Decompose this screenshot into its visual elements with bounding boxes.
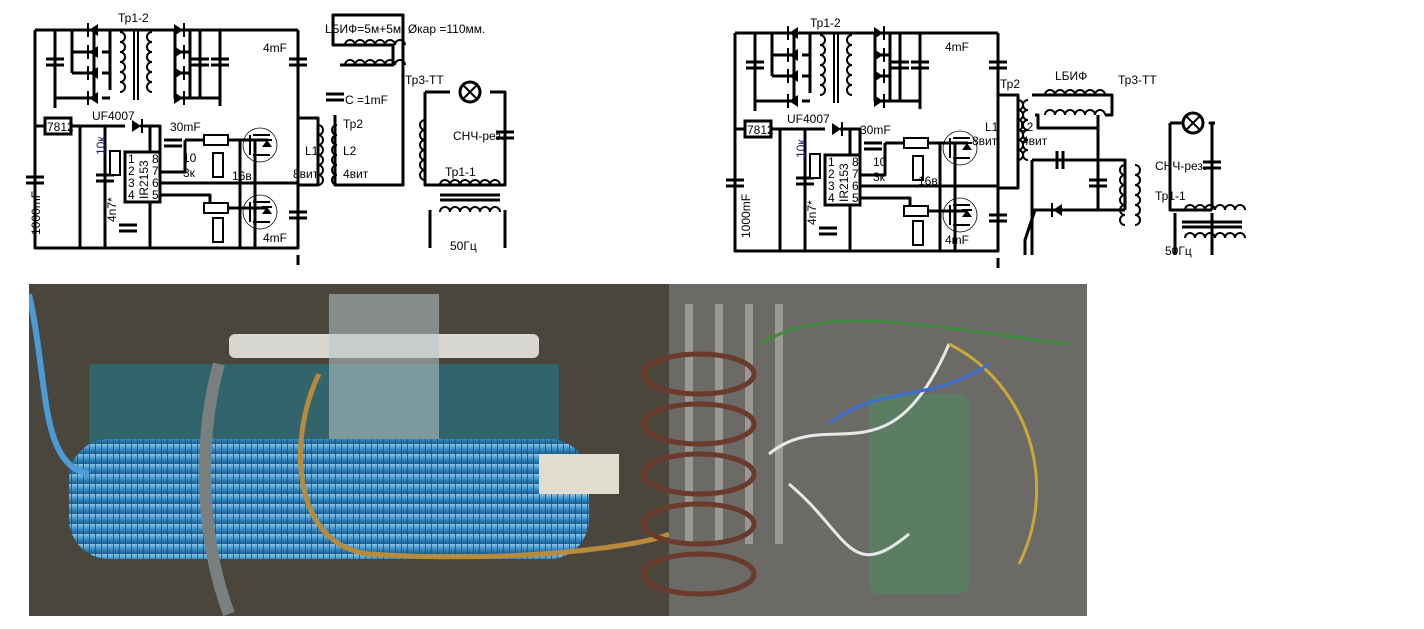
label-r3k: 3к <box>183 166 196 180</box>
pin-6: 6 <box>152 176 159 190</box>
label-l1: L1 <box>305 144 319 158</box>
blue-coil <box>69 439 589 559</box>
copper-coil <box>641 351 757 597</box>
schematic-left: Тр1-2 LБИФ=5м+5м. Øкар =110мм. 4mF 4mF Т… <box>26 11 516 265</box>
label-diode: UF4007 <box>92 109 135 123</box>
label-freq: 50Гц <box>450 239 477 253</box>
label-turns1: 8вит <box>972 134 998 148</box>
label-turns2: 4вит <box>343 167 369 181</box>
label-diode: UF4007 <box>787 112 830 126</box>
label-snch: СНЧ-рез. <box>1155 159 1206 173</box>
pin-1: 1 <box>128 152 135 166</box>
label-lbif: LБИФ=5м+5м. Øкар =110мм. <box>325 22 485 36</box>
label-cap-bottom: 4mF <box>945 233 969 247</box>
label-cboot: 30mF <box>170 120 201 134</box>
label-ct: 4n7* <box>805 200 819 225</box>
label-l2: L2 <box>343 144 357 158</box>
label-tr3: Тр3-ТТ <box>1118 73 1157 87</box>
label-cap-top: 4mF <box>263 41 287 55</box>
label-l1: L1 <box>985 120 999 134</box>
pin-6: 6 <box>852 179 859 193</box>
pin-5: 5 <box>852 191 859 205</box>
pin-4: 4 <box>128 188 135 202</box>
label-cboot: 30mF <box>860 123 891 137</box>
label-ct: 4n7* <box>105 197 119 222</box>
label-ic: IR2153 <box>137 160 151 199</box>
label-cin: 1000mF <box>739 194 753 238</box>
schematic-right: Тр1-2 LБИФ 4mF 4mF Тр3-ТТ Тр2 L1 L2 8вит… <box>726 16 1246 268</box>
white-tube <box>539 454 619 494</box>
label-tr11: Тр1-1 <box>445 165 476 179</box>
pin-2: 2 <box>128 164 135 178</box>
glass-holder <box>329 294 439 444</box>
label-tr12: Тр1-2 <box>118 11 149 25</box>
label-snch: СНЧ-рез. <box>453 129 504 143</box>
pin-2: 2 <box>828 167 835 181</box>
label-r3k: 3к <box>873 170 886 184</box>
label-l2: L2 <box>1020 120 1034 134</box>
pin-3: 3 <box>128 176 135 190</box>
label-lbif: LБИФ <box>1055 69 1087 83</box>
label-cin: 1000mF <box>29 191 43 235</box>
label-turns1: 8вит <box>293 167 319 181</box>
label-reg: 7812 <box>747 123 774 137</box>
label-zener: 16в <box>232 169 252 183</box>
device-photo <box>29 284 1087 616</box>
label-r10: 10 <box>183 151 197 165</box>
photo-illustration <box>29 284 1087 616</box>
label-r10k: 10к <box>794 139 808 158</box>
pin-4: 4 <box>828 191 835 205</box>
label-tr2: Тр2 <box>1000 77 1020 91</box>
pin-7: 7 <box>852 167 859 181</box>
label-zener: 16в <box>918 174 938 188</box>
label-turns2: 4вит <box>1022 134 1048 148</box>
label-freq: 50Гц <box>1165 244 1192 258</box>
schematics: Тр1-2 LБИФ=5м+5м. Øкар =110мм. 4mF 4mF Т… <box>0 11 1246 284</box>
label-cap-top: 4mF <box>945 40 969 54</box>
pin-7: 7 <box>152 164 159 178</box>
label-tr2: Тр2 <box>343 117 363 131</box>
label-tr12: Тр1-2 <box>810 16 841 30</box>
label-ic: IR2153 <box>837 163 851 202</box>
pin-3: 3 <box>828 179 835 193</box>
label-tr3: Тр3-ТТ <box>405 73 444 87</box>
label-r10k: 10к <box>94 136 108 155</box>
label-cap-bottom: 4mF <box>263 231 287 245</box>
grey-cable <box>199 362 235 616</box>
pin-5: 5 <box>152 188 159 202</box>
label-r10: 10 <box>873 155 887 169</box>
label-c-res: C =1mF <box>345 93 388 107</box>
label-tr11: Тр1-1 <box>1155 189 1186 203</box>
pin-8: 8 <box>852 155 859 169</box>
pin-1: 1 <box>828 155 835 169</box>
pin-8: 8 <box>152 152 159 166</box>
label-reg: 7812 <box>47 120 74 134</box>
green-transformer <box>869 394 969 594</box>
